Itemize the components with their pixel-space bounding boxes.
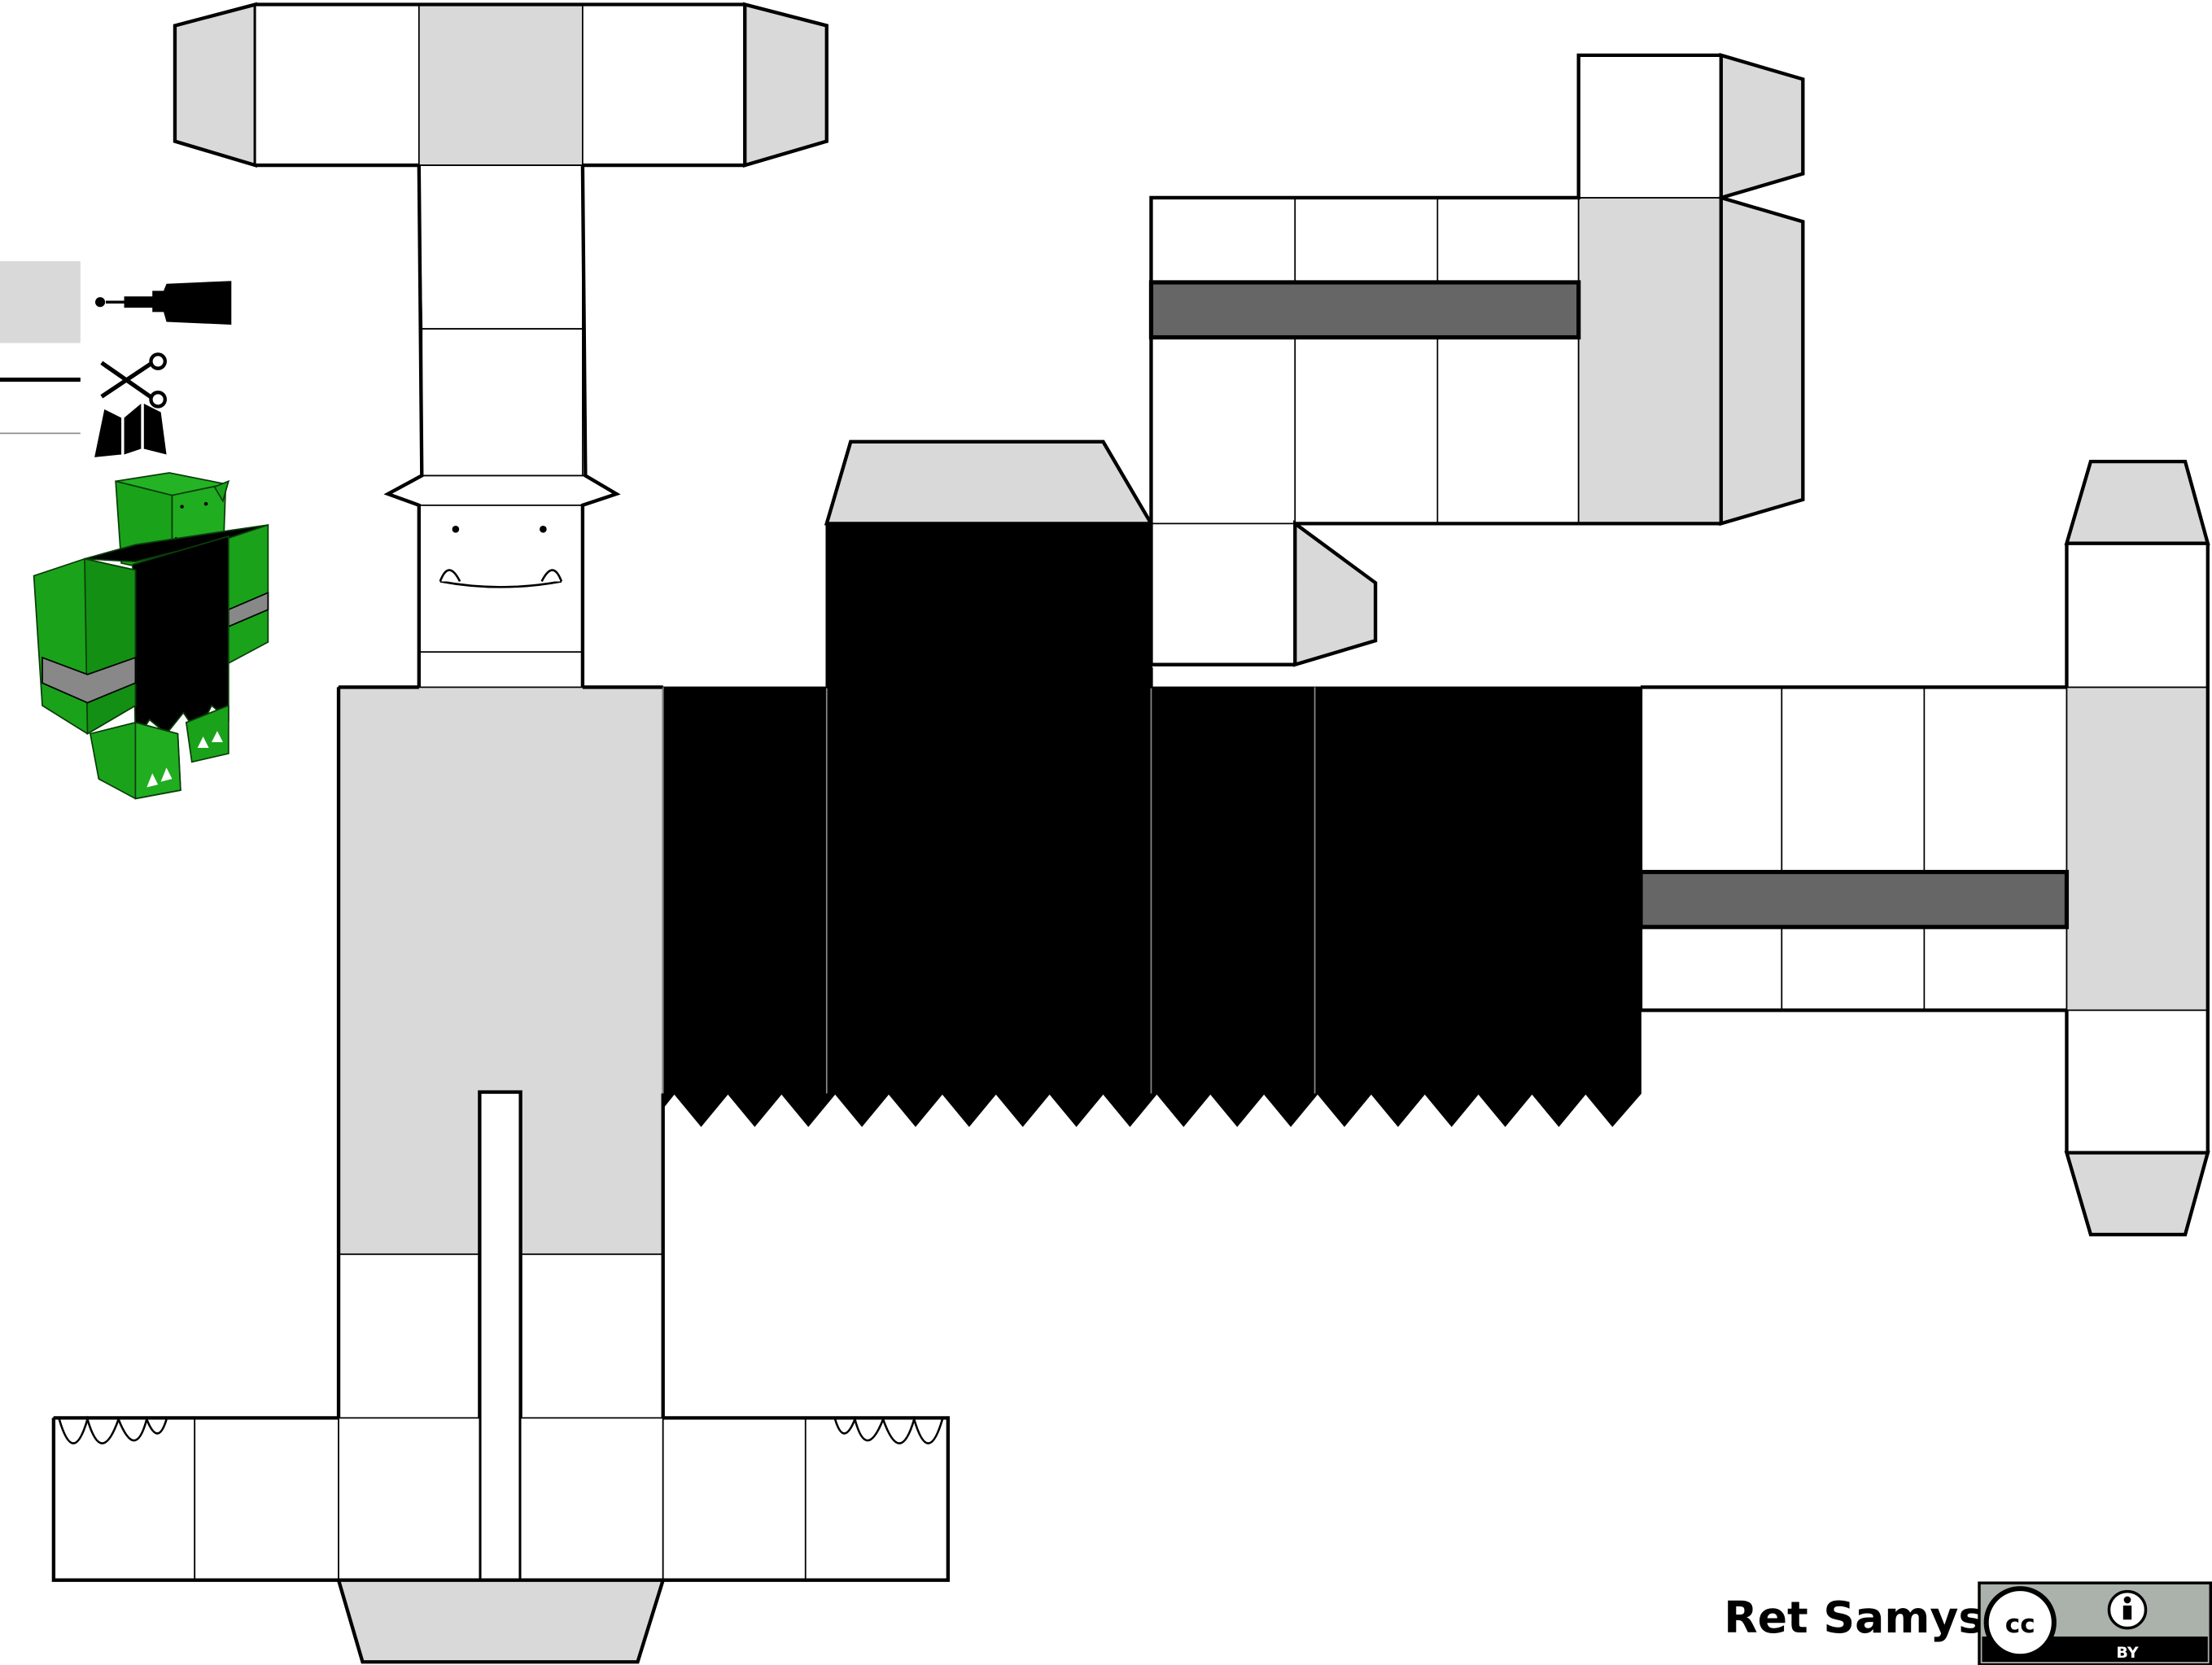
arm-left-top-tab — [1719, 52, 1805, 200]
feet-net — [51, 1415, 951, 1664]
foot-center-right — [519, 1417, 664, 1581]
head-top-face — [417, 3, 584, 166]
foot-center-left — [338, 1417, 481, 1581]
glue-area-swatch — [0, 260, 81, 343]
arm-left-end-face — [1577, 197, 1722, 525]
foot-left-inner — [194, 1417, 339, 1581]
cc-logo-icon — [1983, 1586, 2057, 1659]
torso-net — [336, 439, 1642, 1582]
arm-right-bottom-face — [2066, 1009, 2209, 1154]
arm-right-net — [1638, 459, 2210, 1237]
arm-left-face-2 — [1294, 197, 1439, 525]
toe-claws-left — [58, 1415, 168, 1444]
arm-left-belt — [1148, 280, 1581, 340]
arm-left-face-3 — [1436, 197, 1580, 525]
ogre-preview-figure — [33, 472, 269, 800]
scissors-icon — [100, 352, 167, 409]
foot-bottom-tab — [336, 1578, 666, 1664]
license-by-label: BY — [2116, 1644, 2138, 1662]
head-back-face — [417, 164, 584, 330]
arm-right-top-tab — [2064, 459, 2210, 545]
arm-right-top-face — [2066, 542, 2209, 688]
head-side-left — [254, 3, 420, 166]
arm-left-net — [1148, 52, 1805, 667]
cc-logo-text: cc — [2005, 1610, 2035, 1639]
arm-right-face-1 — [1640, 686, 1783, 1012]
slot-cut — [478, 1090, 522, 1582]
mouth — [439, 580, 562, 588]
left-tusk — [439, 569, 461, 583]
left-eye — [452, 525, 460, 533]
instructions-legend — [0, 260, 232, 457]
torso-black-panel — [662, 686, 1642, 1127]
arm-right-belt — [1638, 869, 2070, 929]
head-bottom-face — [421, 328, 584, 477]
author-name: Ret Samys — [1724, 1592, 1984, 1643]
glue-tube-icon — [95, 281, 232, 325]
preview-leg-right — [185, 704, 230, 763]
arm-left-side-tab — [1719, 195, 1805, 527]
arm-right-face-3 — [1923, 686, 2068, 1012]
torso-top-tab — [824, 439, 1155, 526]
torso-top-face — [825, 522, 1152, 688]
arm-right-face-2 — [1781, 686, 1926, 1012]
head-net — [173, 2, 828, 688]
arm-right-bottom-tab — [2064, 1151, 2210, 1237]
foot-right-inner — [662, 1417, 807, 1581]
cc-by-license-badge[interactable]: cc BY — [1978, 1581, 2212, 1665]
fold-icon — [94, 404, 167, 457]
right-eye — [540, 525, 547, 533]
ogre-face — [439, 525, 563, 588]
arm-left-face-1 — [1150, 197, 1296, 525]
head-side-right — [582, 3, 746, 166]
head-top-left-tab — [173, 2, 257, 168]
head-top-right-tab — [743, 2, 828, 168]
preview-torso — [132, 535, 230, 744]
preview-arm-right — [225, 523, 269, 665]
toe-claws-right — [833, 1415, 944, 1444]
foot-left-outer — [53, 1417, 196, 1581]
arm-left-bottom-face — [1150, 522, 1296, 666]
arm-left-top-face — [1577, 55, 1722, 199]
foot-right-outer — [804, 1417, 949, 1581]
right-tusk — [540, 569, 563, 583]
arm-right-end-face — [2066, 686, 2209, 1012]
arm-left-bottom-tab — [1293, 520, 1378, 667]
